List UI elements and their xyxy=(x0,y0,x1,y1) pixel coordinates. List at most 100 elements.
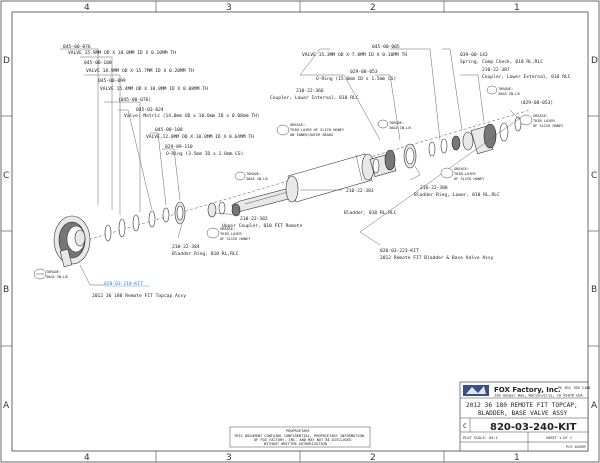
part-number: 820-03-240-KIT xyxy=(490,422,577,433)
zone-col-4-top: 4 xyxy=(84,3,90,13)
label-bladder-ring: Bladder Ring, 010 RL,RLC xyxy=(172,251,239,257)
company-phone: Ph 831 768 1100 xyxy=(558,386,590,390)
svg-text:OF SLICK HONEY: OF SLICK HONEY xyxy=(533,124,564,128)
label-029-08-053-ref: (029-08-053) xyxy=(520,100,553,106)
label-045-00-005: 045-00-005 xyxy=(372,44,400,50)
label-210-22-308: 210-22-308 xyxy=(420,185,448,191)
label-coupler-lower-internal: Coupler, Lower Internal, 010 RLC xyxy=(270,95,359,101)
label-045-00-099: 045-00-099 xyxy=(98,78,126,84)
svg-text:30&5 IN-LB: 30&5 IN-LB xyxy=(246,177,268,181)
proprietary-line1: THIS DOCUMENT CONTAINS CONFIDENTIAL, PRO… xyxy=(234,434,364,438)
lower-external-coupler xyxy=(462,116,522,155)
svg-text:ON INNER/OUTER BEADS: ON INNER/OUTER BEADS xyxy=(290,133,333,137)
sheet-size: C xyxy=(463,423,467,430)
label-045-00-108: 045-00-108 xyxy=(155,127,183,133)
svg-text:GREASE:: GREASE: xyxy=(533,114,548,118)
proprietary-line3: WITHOUT WRITTEN AUTHORIZATION xyxy=(264,442,327,446)
zone-row-d-left: D xyxy=(3,56,10,66)
label-029-09-110: 029-09-110 xyxy=(165,144,193,150)
valve-shim-stack xyxy=(104,201,226,242)
grease-callout-bladder: GREASE: THIN LAYER OF SLICK HONEY ON INN… xyxy=(276,123,345,137)
topcap-assembly xyxy=(53,215,91,268)
label-045-00-100: 045-00-100 xyxy=(84,60,112,66)
svg-text:OF SLICK HONEY: OF SLICK HONEY xyxy=(454,177,485,181)
zone-col-1-top: 1 xyxy=(514,3,520,13)
label-valve-15-9: VALVE 15.9MM OD X 10.0MM ID X 0.10MM TH xyxy=(68,50,176,56)
proprietary-block xyxy=(229,426,371,448)
label-oring-3-5: O-Ring (3.5mm ID x 1.0mm CS) xyxy=(166,151,243,157)
svg-text:30&5 IN-LB: 30&5 IN-LB xyxy=(498,92,520,96)
svg-text:GREASE:: GREASE: xyxy=(290,123,305,127)
drawing-title-line1: 2012 36 180 REMOTE FIT TOPCAP, xyxy=(466,402,578,409)
zone-row-c-left: C xyxy=(3,171,9,181)
label-upper-coupler: Upper Coupler, 010 FIT Remote xyxy=(222,223,302,229)
lower-internal-coupler xyxy=(369,149,397,178)
fox-logo-icon xyxy=(463,385,489,396)
label-bladder-base-valve-assy: 2012 Remote FIT Bladder & Base Valve Ass… xyxy=(380,255,494,261)
label-820-03-223-kit: 820-03-223-KIT xyxy=(380,248,419,254)
zone-col-4-bottom: 4 xyxy=(84,453,90,463)
label-210-22-382: 210-22-382 xyxy=(240,216,268,222)
svg-text:THIN LAYER: THIN LAYER xyxy=(454,172,476,176)
svg-text:TORQUE:: TORQUE: xyxy=(389,121,404,125)
grease-callout-external: GREASE: THIN LAYER OF SLICK HONEY xyxy=(519,114,564,128)
svg-text:TORQUE:: TORQUE: xyxy=(498,87,513,91)
zone-col-2-top: 2 xyxy=(370,3,376,13)
label-spring-comp-check: Spring, Comp Check, 010 RL,RLC xyxy=(460,59,543,65)
label-coupler-lower-external: Coupler, Lower External, 010 RLC xyxy=(482,74,571,80)
sheet-number: SHEET 1 OF 1 xyxy=(546,436,572,440)
plot-scale: PLOT SCALE: 03:1 xyxy=(463,436,498,440)
revision: PrE ASSEM xyxy=(566,445,586,449)
torque-callout-upper: TORQUE: 30&5 IN-LB xyxy=(234,171,268,181)
title-block xyxy=(459,381,589,452)
label-topcap-assy: 2012 36 180 Remote FIT Topcap Assy xyxy=(92,293,186,299)
label-820-03-210-kit: 820-03-210-KIT xyxy=(104,281,143,287)
label-oring-15-0: O-Ring (15.0mm ID x 1.5mm CS) xyxy=(316,76,396,82)
label-valve-18-9: VALVE 18.9MM OD X 15.7MM ID X 0.20MM TH xyxy=(86,68,194,74)
leader-lines xyxy=(60,48,521,286)
proprietary-title: PROPRIETARY xyxy=(286,429,311,433)
label-valve-metric: Valve: Metric (14.0mm OD x 10.0mm ID x 0… xyxy=(124,113,260,119)
torque-callout-internal: TORQUE: 30&5 IN-LB xyxy=(377,119,411,130)
svg-text:30&5 IN-LB: 30&5 IN-LB xyxy=(46,275,68,279)
drawing-title-line2: BLADDER, BASE VALVE ASSY xyxy=(478,410,568,417)
label-valve-15-3: VALVE 15.3MM OD X 7.8MM ID X 0.10MM TH xyxy=(302,52,407,58)
company-name: FOX Factory, Inc. xyxy=(494,386,561,394)
label-valve-15-4: VALVE 15.4MM OD X 10.0MM ID X 0.08MM TH xyxy=(100,86,208,92)
washer-group-right xyxy=(428,135,461,157)
proprietary-line2: OF FOX FACTORY, INC. AND MAY NOT BE DISC… xyxy=(254,438,351,442)
upper-coupler xyxy=(231,187,293,217)
label-210-22-384: 210-22-384 xyxy=(172,244,200,250)
label-045-03-024: 045-03-024 xyxy=(136,107,164,113)
label-valve-12-0: VALVE,12.0MM OD X 10.0MM ID X 0.64MM TH xyxy=(146,134,254,140)
svg-text:TORQUE:: TORQUE: xyxy=(246,172,261,176)
torque-callout-topcap: TORQUE: 30&5 IN-LB xyxy=(33,268,68,280)
grease-callout-upper: GREASE: THIN LAYER OF SLICK HONEY xyxy=(206,227,251,241)
zone-row-d-right: D xyxy=(591,56,598,66)
label-045-00-076: 045-00-076 xyxy=(63,44,91,50)
bladder-ring-lower xyxy=(403,143,417,169)
svg-text:OF SLICK HONEY: OF SLICK HONEY xyxy=(220,237,251,241)
svg-text:GREASE:: GREASE: xyxy=(454,167,469,171)
svg-text:THIN LAYER: THIN LAYER xyxy=(533,119,555,123)
bladder-ring-384 xyxy=(174,201,186,225)
zone-col-1-bottom: 1 xyxy=(514,453,520,463)
label-bladder: Bladder, 010 RL,RLC xyxy=(344,210,397,216)
zone-row-c-right: C xyxy=(591,171,597,181)
label-210-22-383: 210-22-383 xyxy=(346,188,374,194)
torque-callout-external: TORQUE: 30&5 IN-LB xyxy=(486,85,520,96)
label-210-22-366: 210-22-366 xyxy=(296,88,324,94)
grease-callout-lower: GREASE: THIN LAYER OF SLICK HONEY xyxy=(440,167,485,181)
zone-row-a-left: A xyxy=(3,401,10,411)
label-039-00-143: 039-00-143 xyxy=(460,52,488,58)
label-210-22-307: 210-22-307 xyxy=(482,67,510,73)
zone-row-b-right: B xyxy=(591,285,597,295)
svg-text:30&5 IN-LB: 30&5 IN-LB xyxy=(389,126,411,130)
zone-col-2-bottom: 2 xyxy=(370,453,376,463)
svg-text:TORQUE:: TORQUE: xyxy=(46,270,61,274)
label-029-08-053: 029-08-053 xyxy=(350,69,378,75)
svg-text:GREASE:: GREASE: xyxy=(220,227,235,231)
label-bladder-ring-lower: Bladder Ring, Lower, 010 RL,RLC xyxy=(414,192,500,198)
